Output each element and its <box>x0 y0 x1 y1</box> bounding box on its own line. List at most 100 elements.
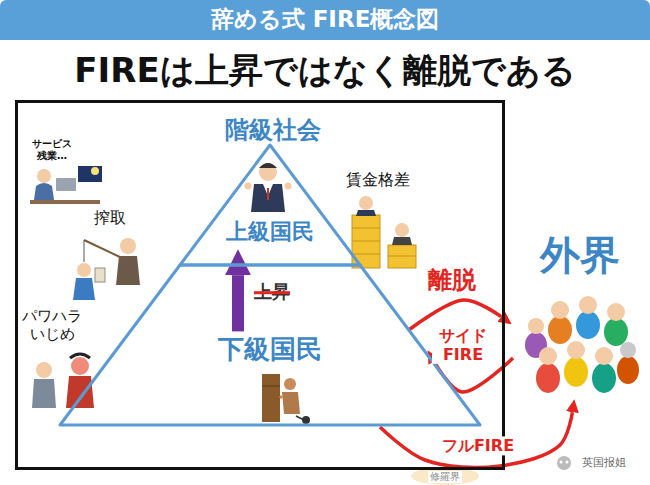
harassment-figure <box>32 354 94 408</box>
crowd-figure <box>567 341 585 359</box>
crowd-figure <box>620 342 636 358</box>
connector-path <box>380 412 572 467</box>
overtime-figure <box>91 167 99 175</box>
watermark-icon <box>557 456 571 470</box>
lower-class-figure <box>280 396 282 398</box>
exploitation-figure <box>84 240 122 258</box>
watermark-icon <box>557 456 571 470</box>
exploitation-figure <box>95 268 105 282</box>
lower-class-figure <box>282 392 300 414</box>
wage-gap-figure <box>352 196 416 268</box>
lower-class-figure <box>262 374 280 422</box>
glow-blob <box>411 467 479 485</box>
overtime-figure <box>56 178 76 191</box>
crowd-figure <box>525 296 639 393</box>
rise-arrow <box>238 275 239 331</box>
tier-outline <box>60 265 480 425</box>
wage-gap-figure <box>356 210 376 216</box>
exit-arrow <box>380 412 572 467</box>
outside-world: 外界 <box>515 228 645 398</box>
upper-class-figure <box>251 184 285 212</box>
harassment-figure <box>71 357 89 375</box>
watermark: 英国报姐 <box>582 456 626 469</box>
lower-class-tier: 下級国民 <box>60 265 480 425</box>
upper-class-figure <box>259 163 277 181</box>
crowd-figure <box>579 296 597 314</box>
crowd-figure <box>536 363 560 393</box>
node-title: 下級国民 <box>218 334 322 365</box>
wage-gap-figure <box>359 196 373 210</box>
exploitation-figure <box>120 238 136 254</box>
crowd-figure <box>551 301 569 319</box>
wage-gap-figure <box>392 237 412 245</box>
lower-class-figure <box>302 416 310 424</box>
harassment-figure <box>70 354 90 358</box>
upper-class-figure <box>245 183 252 190</box>
title-banner: 辞める式 FIRE概念図 <box>0 0 650 40</box>
illustration-caption: 賃金格差 <box>346 170 410 189</box>
subtitle: FIREは上昇ではなく離脱である <box>74 50 575 91</box>
wage-gap-figure <box>352 215 380 268</box>
crowd-figure <box>595 347 613 365</box>
wage-gap-figure <box>388 245 416 268</box>
upper-class-tier: 上級国民 <box>180 145 360 265</box>
crowd-figure <box>592 363 616 393</box>
connector-path <box>409 300 501 330</box>
tier-outline <box>180 145 360 265</box>
wage-gap-figure <box>395 223 409 237</box>
illustration-caption: パワハラ いじめ <box>20 307 84 343</box>
upper-class-figure <box>285 183 292 190</box>
overtime-figure <box>37 169 51 183</box>
overtime-figure <box>30 166 102 204</box>
crowd-figure <box>604 318 628 346</box>
title-text: 辞める式 FIRE概念図 <box>211 6 440 34</box>
illustration-caption: 搾取 <box>94 208 126 227</box>
edge-label: サイド FIRE <box>432 326 494 364</box>
node-title: 上級国民 <box>226 219 314 245</box>
harassment-figure <box>36 362 52 378</box>
crowd-figure <box>607 303 625 321</box>
overtime-figure <box>78 166 102 182</box>
exploitation-figure <box>84 240 85 262</box>
wage-gap-figure <box>388 256 416 257</box>
exploitation-figure <box>73 278 95 300</box>
upper-class-figure <box>245 163 292 212</box>
harassment-figure <box>32 379 56 408</box>
crowd-figure <box>548 316 572 344</box>
wage-gap-figure <box>352 254 380 255</box>
exit-label: 離脱 <box>428 266 476 295</box>
edge-label: 上昇 <box>254 281 290 303</box>
crowd-figure <box>576 311 600 339</box>
exit-arrow <box>409 300 513 392</box>
lower-class-figure <box>284 378 296 390</box>
exploitation-figure <box>77 263 91 277</box>
harassment-figure <box>66 376 94 408</box>
connector-path <box>232 275 244 331</box>
watermark-icon <box>560 461 563 464</box>
wage-gap-figure <box>352 228 380 229</box>
upper-class-figure <box>259 163 277 168</box>
lower-class-figure <box>262 386 280 387</box>
class-society-box: 階級社会上級国民下級国民 <box>15 100 505 470</box>
watermark-icon <box>566 461 569 464</box>
illustration-caption: サービス 残業… <box>28 138 76 162</box>
wage-gap-figure <box>352 241 380 242</box>
crowd-figure <box>617 356 639 384</box>
lower-class-figure <box>262 374 310 424</box>
overtime-figure <box>30 200 100 204</box>
node-title: 外界 <box>540 231 620 279</box>
exploitation-figure <box>73 238 140 300</box>
edge-label: フルFIRE <box>440 436 516 455</box>
realm-label: 修羅界 <box>428 471 462 483</box>
crowd-figure <box>528 318 544 334</box>
tier-outline <box>60 265 480 425</box>
crowd-figure <box>564 357 588 387</box>
overtime-figure <box>34 183 54 200</box>
upper-class-figure <box>267 188 269 200</box>
region-heading: 階級社会 <box>225 116 321 145</box>
